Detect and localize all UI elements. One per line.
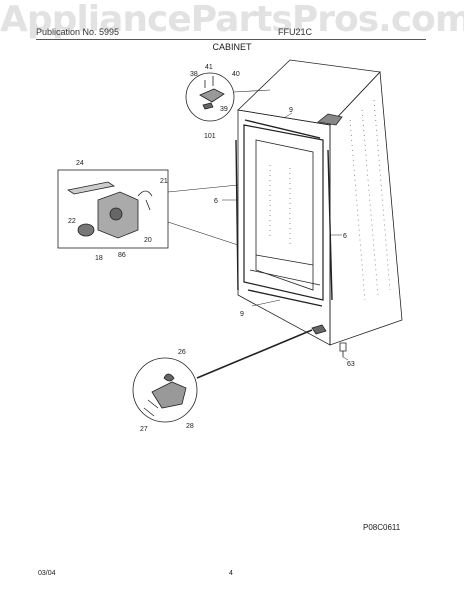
publication-number: Publication No. 5995: [36, 27, 120, 37]
callout-27: 27: [140, 426, 148, 433]
callout-26: 26: [178, 349, 186, 356]
footer-page-number: 4: [229, 570, 233, 577]
top-hinge: [317, 113, 343, 126]
detail-box-control: [57, 169, 169, 249]
cabinet-top-face: [237, 59, 381, 126]
footer-date: 03/04: [38, 570, 56, 577]
detail-circle-hinge-bottom: [132, 357, 198, 423]
section-title: CABINET: [212, 42, 252, 52]
callout-28: 28: [186, 423, 194, 430]
liner-frame-outer: [243, 124, 324, 301]
control-bracket: [66, 181, 116, 195]
callout-41: 41: [205, 64, 213, 71]
control-knob: [77, 223, 95, 237]
callout-63: 63: [347, 361, 355, 368]
callout-39: 39: [220, 106, 228, 113]
model-number: FFU21C: [278, 27, 313, 37]
cabinet-right-side: [329, 71, 403, 346]
callout-21: 21: [160, 178, 168, 185]
callout-9-top: 9: [289, 107, 293, 114]
callout-9-bottom: 9: [240, 311, 244, 318]
callout-38: 38: [190, 71, 198, 78]
cabinet-front-face: [237, 109, 331, 346]
callout-24: 24: [76, 160, 84, 167]
header-rule: [36, 39, 426, 40]
callout-6-right: 6: [343, 233, 347, 240]
drawing-number: P08C0611: [363, 523, 401, 532]
callout-40: 40: [232, 71, 240, 78]
detail-circle-hinge: [185, 72, 235, 122]
callout-20: 20: [144, 237, 152, 244]
callout-6-left: 6: [214, 198, 218, 205]
liner-frame-inner: [255, 139, 314, 291]
bottom-hinge: [311, 324, 327, 335]
callout-22: 22: [68, 218, 76, 225]
callout-101: 101: [204, 133, 216, 140]
callout-18: 18: [95, 255, 103, 262]
leveling-leg: [339, 342, 347, 357]
side-panel-stipple: [269, 99, 391, 301]
callout-86: 86: [118, 252, 126, 259]
